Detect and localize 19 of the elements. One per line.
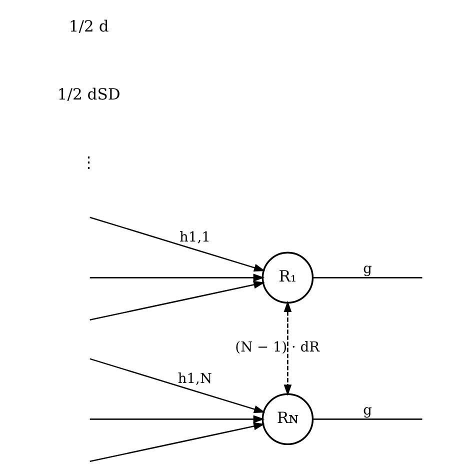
arrow (90, 274, 265, 282)
edge-label: g (363, 402, 372, 419)
arrow (90, 415, 265, 424)
node-circle: R₁ (262, 252, 314, 304)
label: ⋮ (80, 154, 97, 172)
label: 1/2 dSD (57, 85, 120, 104)
edge-label: h1,N (178, 370, 212, 387)
edge-label: (N − 1) · dR (235, 340, 320, 356)
edge-label: h1,1 (180, 229, 210, 246)
connector (312, 418, 422, 420)
arrow (90, 216, 266, 272)
arrow (90, 422, 265, 462)
label: 1/2 d (68, 17, 109, 36)
arrow (90, 358, 266, 414)
edge-label: g (363, 261, 372, 278)
arrow (284, 300, 292, 396)
arrow (90, 280, 265, 321)
node-circle: Rɴ (262, 393, 314, 446)
connector (312, 277, 422, 278)
